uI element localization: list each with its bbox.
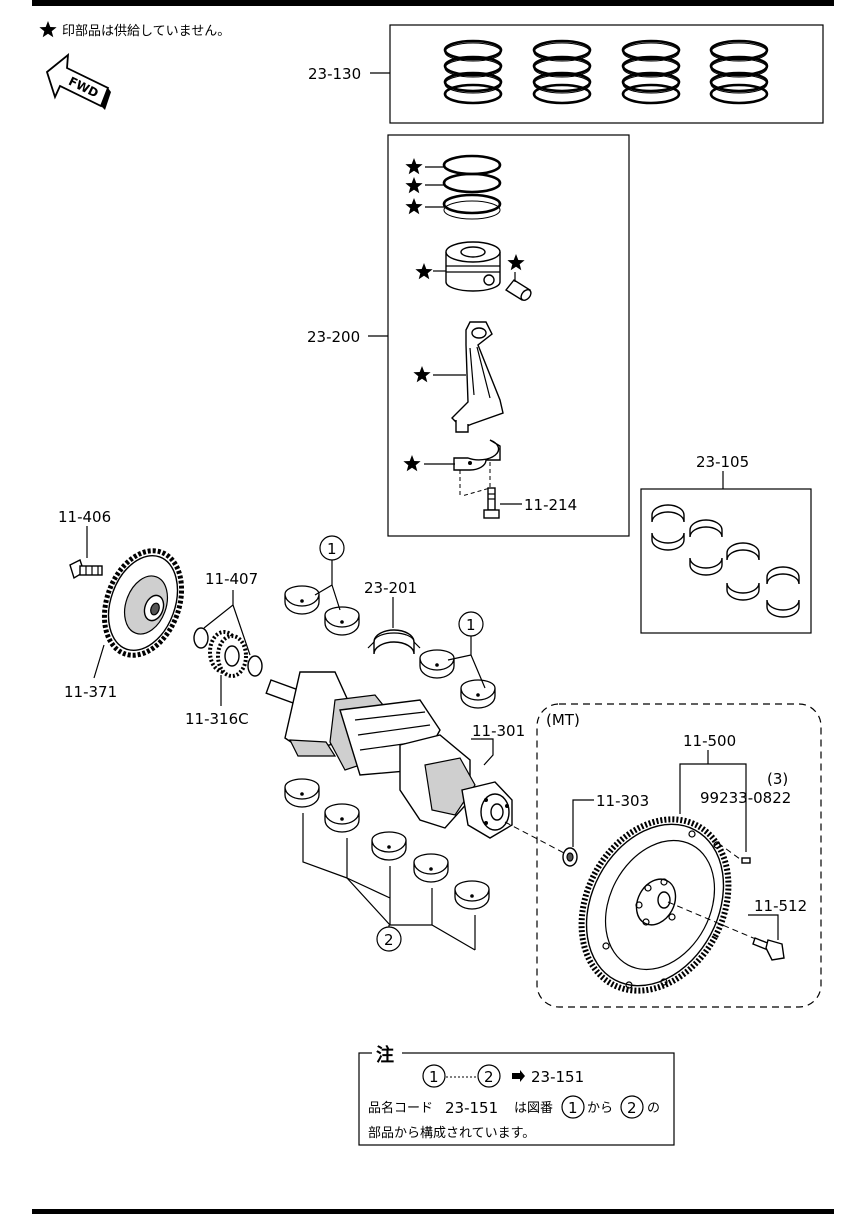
right-arrow-icon [512,1070,525,1082]
spacer-ring [247,655,263,677]
svg-text:1: 1 [568,1099,578,1117]
bearing-set [651,504,800,618]
label-11-512[interactable]: 11-512 [754,897,807,915]
note-line2-suffix: の [647,1101,660,1116]
label-11-407[interactable]: 11-407 [205,570,258,588]
note-circle-1 [422,1064,446,1088]
fwd-arrow-icon: FWD [45,52,111,110]
svg-text:2: 2 [384,931,394,949]
piston-rod-box [387,134,630,537]
piston-ring-set [443,39,503,105]
star-icon [405,198,423,215]
label-11-500[interactable]: 11-500 [683,732,736,750]
crank-sprocket [208,630,248,678]
piston-pin [504,279,532,301]
piston-rings [425,154,502,220]
bottom-border [32,1209,834,1214]
star-note: 印部品は供給していません。 [62,24,230,39]
ring-kit-box [389,24,824,124]
star-icon [415,263,433,280]
label-qty-3[interactable]: (3) [767,770,788,788]
bearing-shell [284,585,320,615]
crank-pulley-bolt [69,559,103,580]
svg-text:1: 1 [429,1068,439,1086]
crankshaft [265,671,513,839]
note-line2-from: から [587,1101,613,1116]
label-23-130[interactable]: 23-130 [308,65,361,83]
label-11-371[interactable]: 11-371 [64,683,117,701]
label-23-200[interactable]: 23-200 [307,328,360,346]
note-line3: 部品から構成されています。 [368,1126,535,1141]
bearing-shell [413,853,449,883]
label-11-316c[interactable]: 11-316C [185,710,249,728]
note-circle-2 [477,1064,501,1088]
star-icon [413,366,431,383]
label-11-406[interactable]: 11-406 [58,508,111,526]
rod-bolt [483,487,500,519]
top-border [32,0,834,6]
note-line2-prefix: 品名コード [368,1100,433,1116]
mt-region [536,703,822,1008]
bearing-shell [324,606,360,636]
bearing-shell [324,803,360,833]
star-icon [39,21,57,38]
note-line2-code: 23-151 [445,1099,498,1117]
note-line2-mid: は図番 [514,1101,553,1116]
note-ref-code: 23-151 [531,1068,584,1086]
svg-text:2: 2 [484,1068,494,1086]
star-icon [405,177,423,194]
thrust-bearing [367,629,421,655]
svg-text:1: 1 [466,616,476,634]
bearing-shell [371,831,407,861]
label-23-105[interactable]: 23-105 [696,453,749,471]
piston [445,241,501,292]
spacer-ring [193,627,209,649]
star-icon [403,455,421,472]
flywheel [578,816,732,994]
bearing-shell [454,880,490,910]
rod-cap [453,439,501,497]
notes-title: 注 [376,1044,394,1066]
flywheel-bolt [752,937,785,961]
note-circle-1 [561,1095,585,1119]
svg-text:2: 2 [627,1099,637,1117]
note-circle-2 [620,1095,644,1119]
pilot-bearing [562,847,578,867]
main-bearing-box [640,488,812,634]
piston-ring-set [709,39,769,105]
label-23-201[interactable]: 23-201 [364,579,417,597]
label-11-303[interactable]: 11-303 [596,792,649,810]
star-icon [507,254,525,271]
star-icon [405,158,423,175]
bearing-shell [460,679,496,709]
label-11-301[interactable]: 11-301 [472,722,525,740]
bearing-shell [284,778,320,808]
connecting-rod [451,321,504,433]
label-11-214[interactable]: 11-214 [524,496,577,514]
notes-box: 注 1 2 23-151 品名コード 23-151 は図番 1 から 2 の 部… [358,1042,675,1146]
dowel-pin [741,857,751,864]
crank-pulley [101,548,185,658]
label-mt[interactable]: (MT) [546,711,580,729]
piston-ring-set [532,39,592,105]
bearing-shell [419,649,455,679]
svg-text:1: 1 [327,540,337,558]
label-99233-0822[interactable]: 99233-0822 [700,789,791,807]
piston-ring-set [621,39,681,105]
